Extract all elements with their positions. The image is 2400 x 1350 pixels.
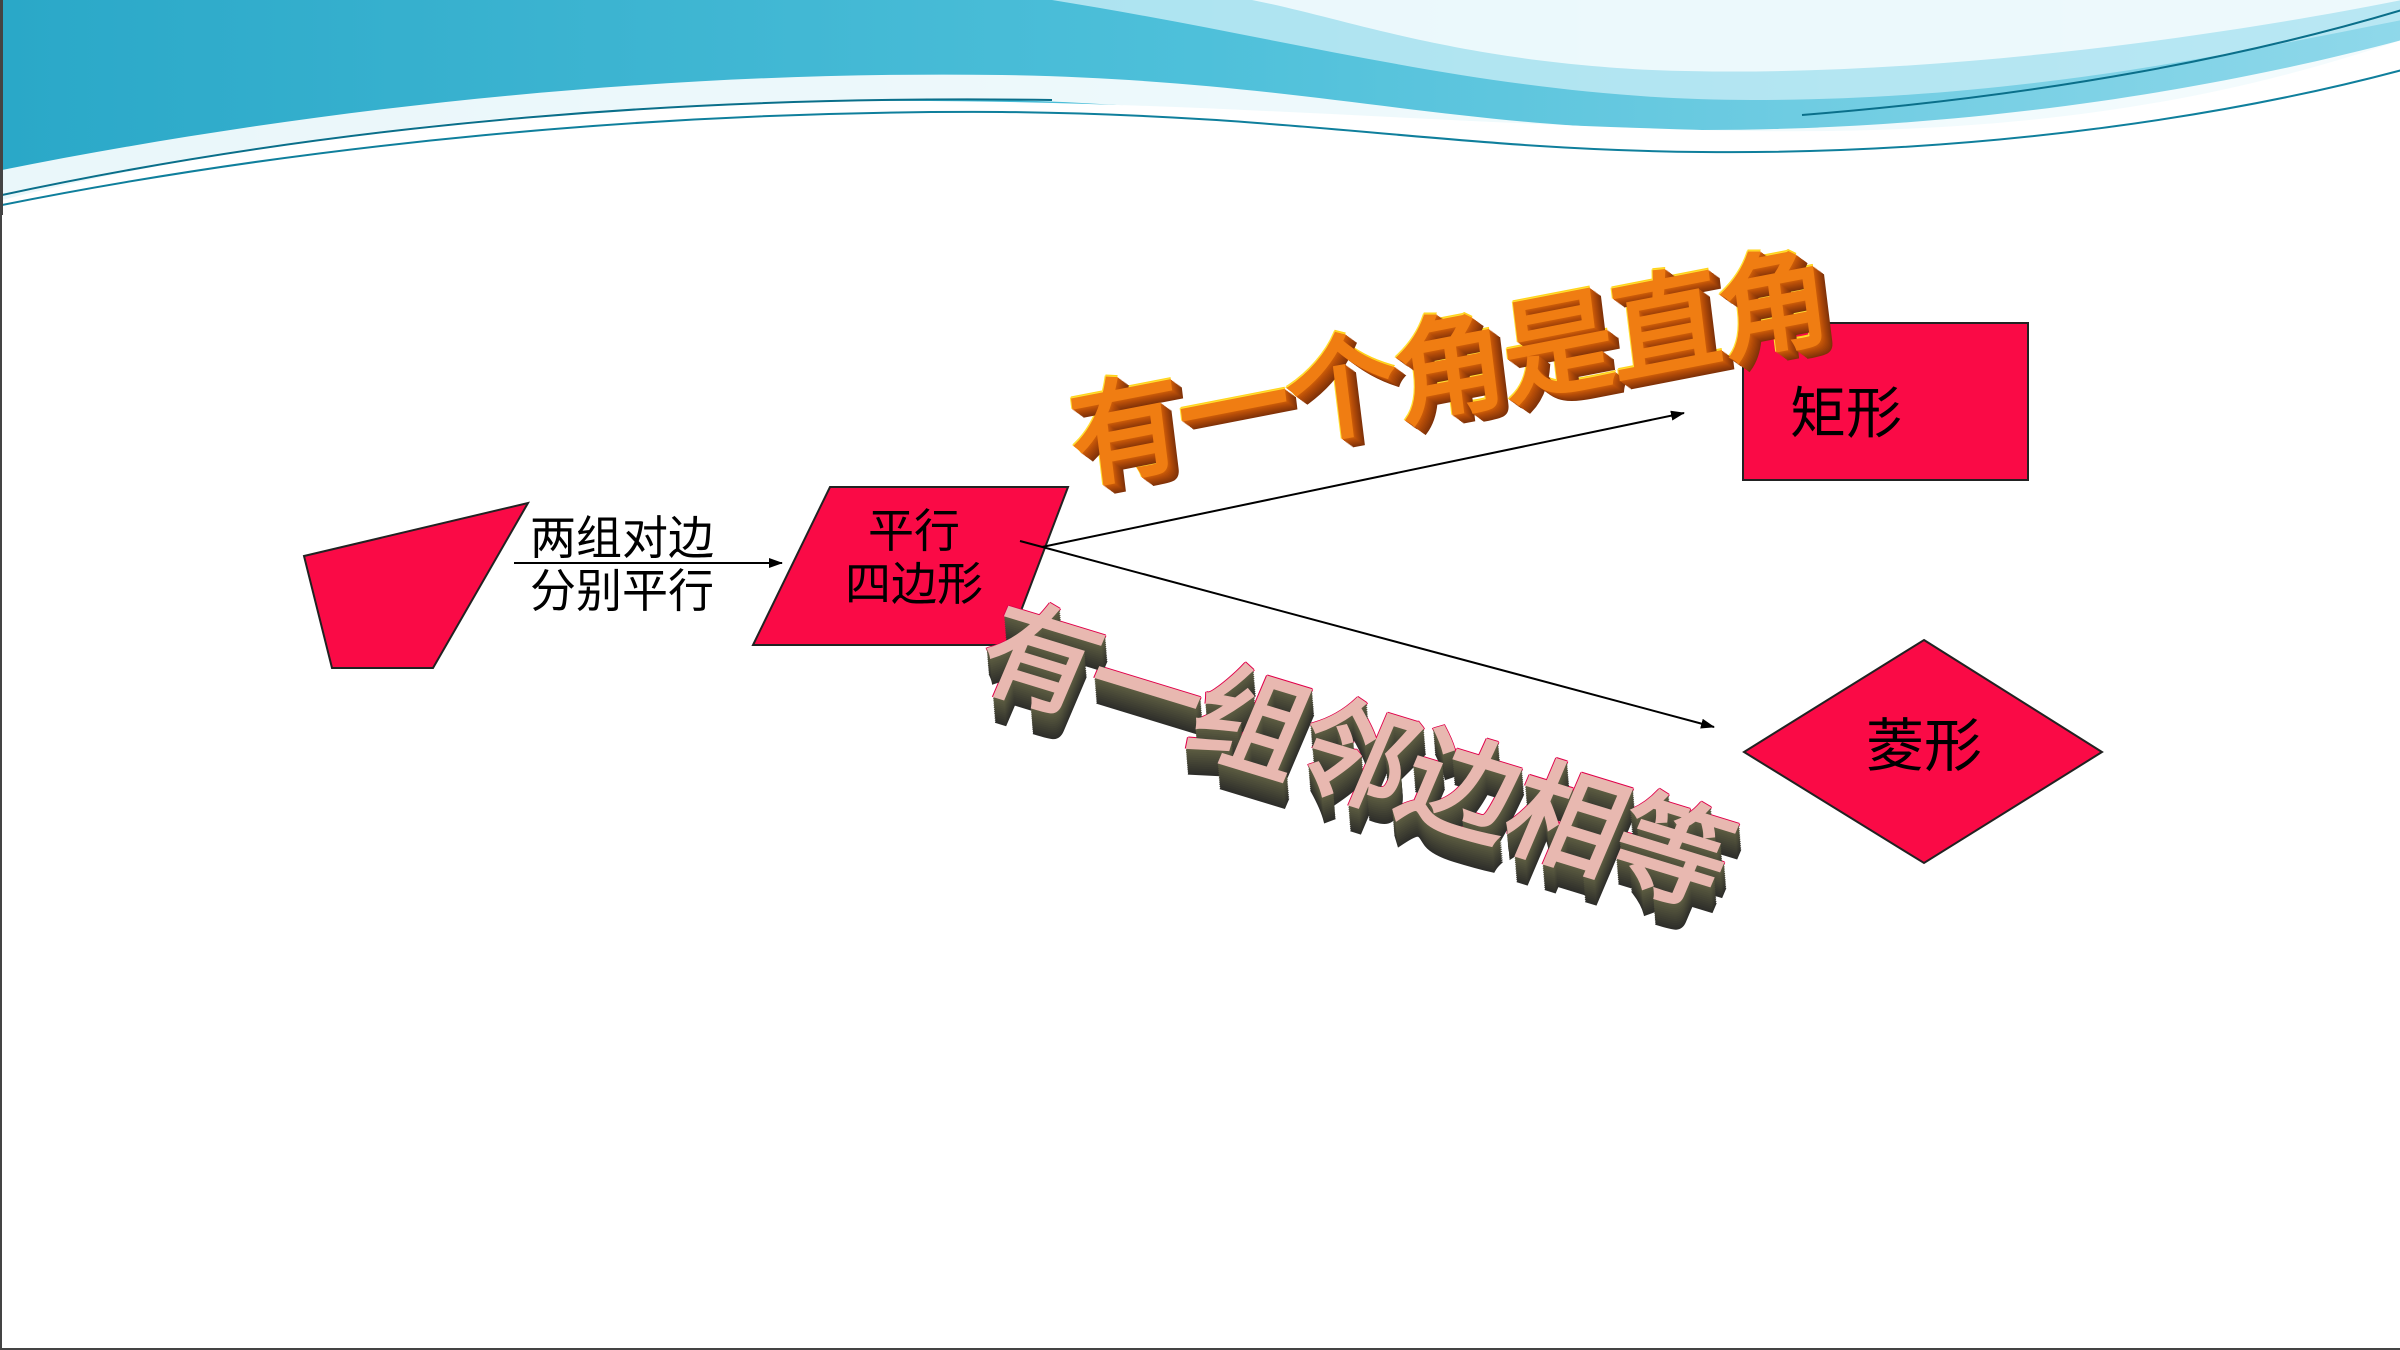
condition-line-1: 两组对边 [530, 511, 714, 565]
rhombus-label: 菱形 [1866, 712, 1983, 780]
parallelogram-line-1: 平行 [868, 504, 960, 558]
rectangle-shape [1742, 322, 2029, 481]
condition-label-parallel-sides: 两组对边 分别平行 [530, 512, 714, 618]
arrow-to-rectangle [1041, 410, 1685, 548]
header-wave [2, 0, 2400, 215]
arrow-to-rhombus [1019, 540, 1715, 729]
condition-line-2: 分别平行 [530, 563, 714, 618]
rectangle-label: 矩形 [1790, 382, 1902, 447]
quadrilateral-shape [302, 501, 531, 669]
parallelogram-shape [751, 486, 1070, 646]
rhombus-shape [1742, 638, 2104, 865]
parallelogram-label: 平行 四边形 [824, 505, 1004, 611]
parallelogram-line-2: 四边形 [845, 556, 983, 611]
